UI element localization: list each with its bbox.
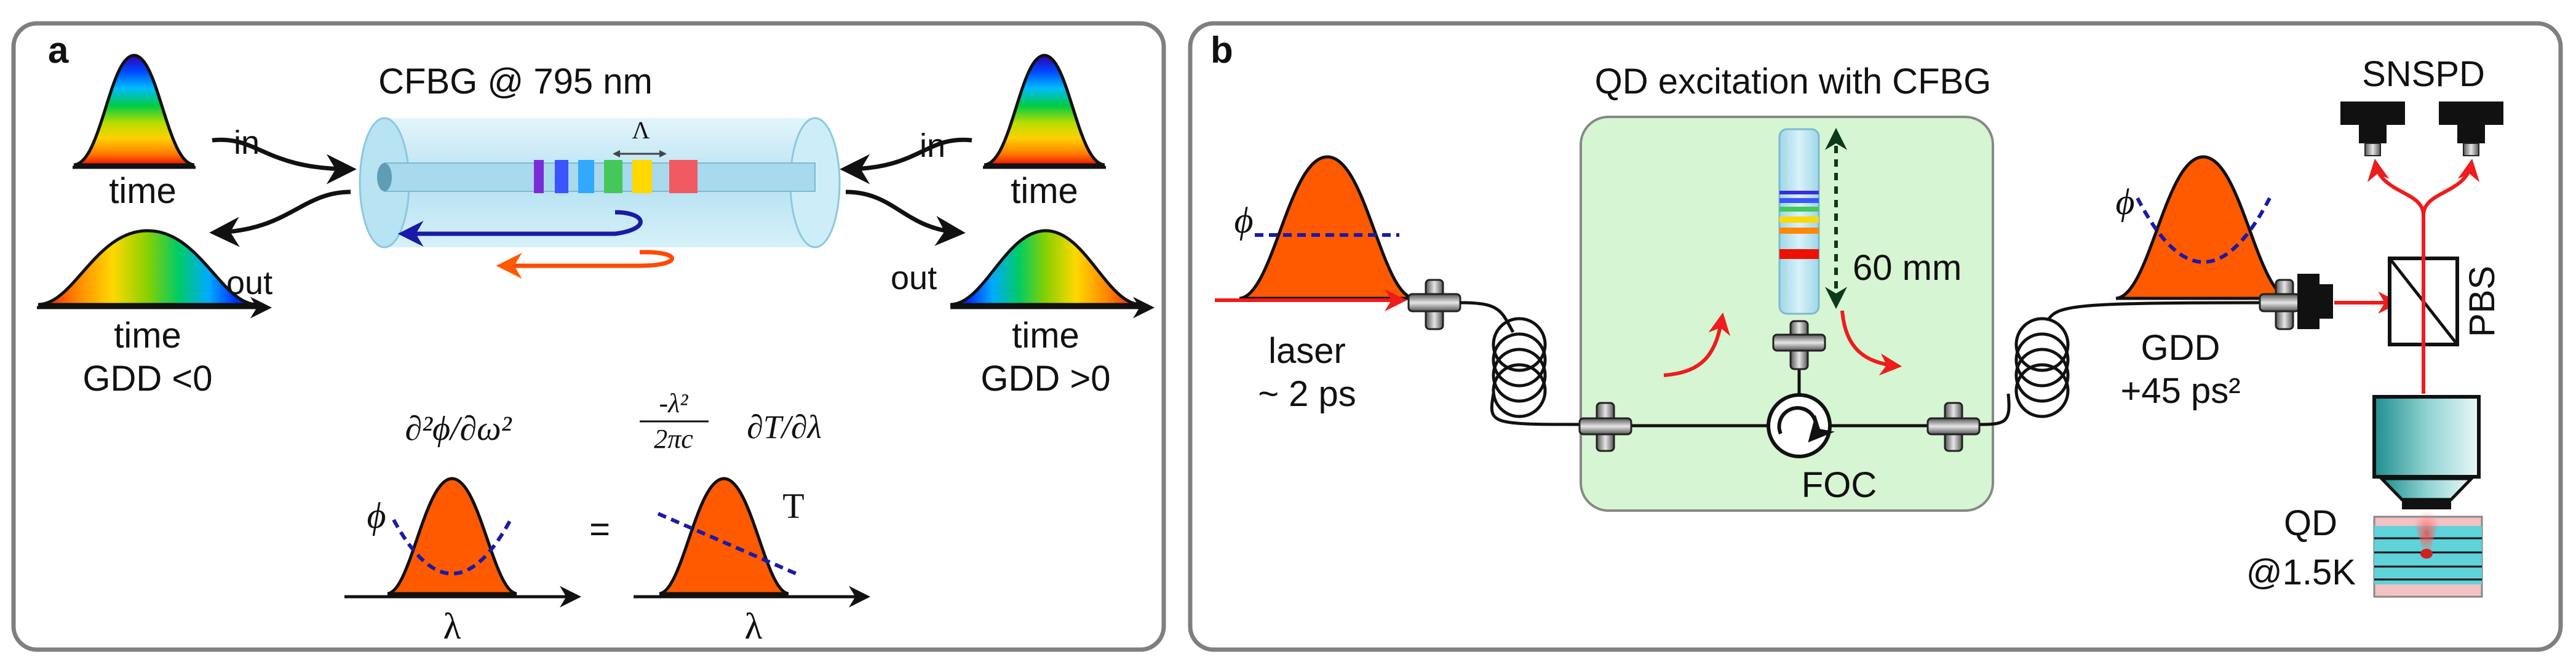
panel-a-frame xyxy=(11,21,1166,652)
beam-to-snspd-right xyxy=(2422,158,2480,216)
quantum-dot-sample xyxy=(2373,511,2483,598)
grating-stripe xyxy=(1779,249,1819,259)
cfbg-title: CFBG @ 795 nm xyxy=(378,62,653,102)
flow-arrow-in xyxy=(1663,312,1731,377)
fiber xyxy=(1490,393,1588,426)
input-pulse-left: time xyxy=(73,54,196,211)
grating-stripe xyxy=(1779,217,1819,223)
out-label-right: out xyxy=(891,260,937,297)
equation-tail: ∂T/∂λ xyxy=(747,408,822,445)
objective-lens xyxy=(2372,395,2481,509)
fiber xyxy=(1460,301,1515,333)
snspd-detector-left xyxy=(2340,102,2405,156)
fiber-coupler-input xyxy=(1407,279,1461,330)
grating-stripe xyxy=(632,160,652,193)
cfbg-vertical xyxy=(1778,128,1820,315)
grating-stripe xyxy=(534,160,544,193)
gdd-derivative-expression: ∂²ϕ/∂ω² xyxy=(405,410,512,448)
cfbg-length-label: 60 mm xyxy=(1853,248,1962,288)
phase-plot-left: ϕ λ xyxy=(344,477,581,647)
phi-label: ϕ xyxy=(1234,200,1253,241)
quadratic-phase-curve xyxy=(2136,197,2272,264)
panel-b: b QD excitation with CFBG ϕ laser ~ 2 ps xyxy=(1188,21,2563,652)
orange-reflection-arrow xyxy=(496,250,674,279)
grating-stripe xyxy=(1779,191,1819,194)
snspd-label: SNSPD xyxy=(2362,54,2485,94)
gdd-label: GDD xyxy=(2141,328,2220,368)
fiber-connector xyxy=(1772,320,1826,370)
fiber-connector xyxy=(1578,402,1632,452)
equation-denominator: 2πc xyxy=(654,424,693,454)
panel-a-letter: a xyxy=(48,30,69,71)
equation-numerator: -λ² xyxy=(659,388,689,418)
T-label: T xyxy=(782,486,804,526)
chirped-pulse: ϕ xyxy=(2115,155,2291,300)
grating-stripe xyxy=(669,160,698,193)
output-pulse-right: time GDD >0 xyxy=(950,229,1155,399)
grating-stripe xyxy=(1779,228,1819,234)
quadratic-phase-curve xyxy=(392,519,512,576)
output-pulse-left: time GDD <0 xyxy=(37,229,272,399)
laser-pulse: ϕ xyxy=(1234,155,1415,300)
phi-label: ϕ xyxy=(367,495,386,536)
fiber-collimator-output xyxy=(2259,274,2333,330)
snspd-detector-right xyxy=(2439,102,2503,156)
gdd-negative-label: GDD <0 xyxy=(82,359,212,399)
pbs-label: PBS xyxy=(2462,266,2502,337)
pulse-duration-label: ~ 2 ps xyxy=(1258,374,1356,414)
foc-label: FOC xyxy=(1802,465,1877,505)
time-label: time xyxy=(109,171,177,211)
fiber xyxy=(1974,393,2011,426)
equals-sign: = xyxy=(589,509,610,549)
qd-temperature-label: @1.5K xyxy=(2246,552,2356,592)
in-arrow-left xyxy=(212,137,357,185)
time-label: time xyxy=(1011,171,1078,211)
panel-a: a CFBG @ 795 nm Λ time in xyxy=(11,21,1166,652)
laser-label: laser xyxy=(1268,331,1346,371)
panel-b-letter: b xyxy=(1210,30,1233,71)
time-label: time xyxy=(1012,316,1079,356)
linear-delay-line xyxy=(657,512,801,577)
grating-stripe xyxy=(555,160,568,193)
fiber-spool-left xyxy=(1492,317,1547,418)
fiber-optic-circulator xyxy=(1767,393,1835,458)
grating-stripe xyxy=(1779,207,1819,212)
flow-arrow-out xyxy=(1840,310,1902,376)
input-pulse-right: time xyxy=(983,54,1106,211)
in-arrow-right xyxy=(840,137,972,185)
gdd-positive-label: GDD >0 xyxy=(980,359,1110,399)
fiber-spool-right xyxy=(2014,317,2070,418)
grating-stripe xyxy=(604,160,622,193)
blue-reflection-arrow xyxy=(397,210,643,247)
grating-stripe xyxy=(1779,198,1819,203)
out-arrow-left xyxy=(209,189,351,247)
phase-plot-right: T λ xyxy=(634,477,870,647)
qd-label: QD xyxy=(2284,503,2337,543)
fiber xyxy=(2046,301,2273,321)
qd-excitation-title: QD excitation with CFBG xyxy=(1595,62,1992,102)
fiber-connector xyxy=(1926,402,1981,452)
panel-b-frame xyxy=(1188,21,2563,652)
out-arrow-right xyxy=(845,189,966,246)
time-label: time xyxy=(114,316,181,356)
phi-label: ϕ xyxy=(2115,181,2134,222)
gdd-value-label: +45 ps² xyxy=(2120,371,2240,411)
grating-stripe xyxy=(578,160,594,193)
beam-to-snspd-left xyxy=(2367,158,2425,216)
cfbg-fiber: Λ xyxy=(359,116,841,249)
lambda-label: λ xyxy=(744,606,762,647)
lambda-label: λ xyxy=(443,606,461,647)
grating-period-label: Λ xyxy=(632,116,650,144)
